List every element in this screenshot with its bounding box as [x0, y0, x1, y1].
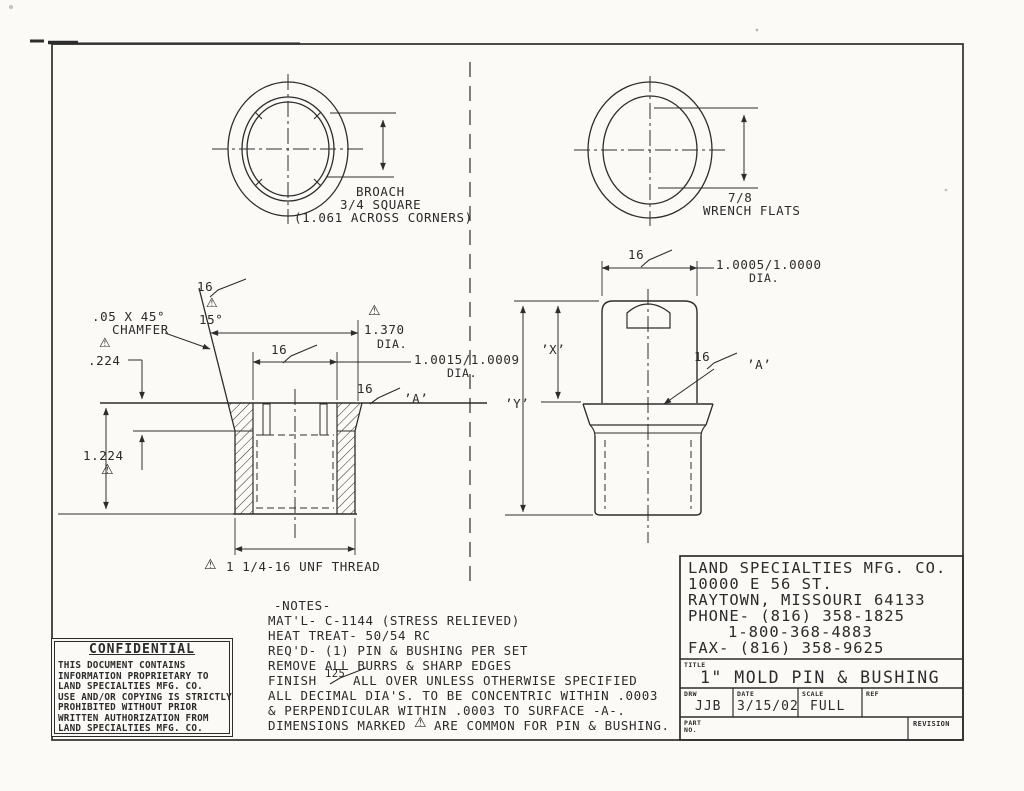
- delta-triangle-icon: ⚠: [101, 462, 114, 478]
- note-dims-post: ARE COMMON FOR PIN & BUSHING.: [434, 718, 670, 733]
- scale-value: FULL: [810, 699, 846, 714]
- finish-16-pin-flange: 16: [694, 349, 711, 364]
- confidential-inner-border: [54, 641, 230, 734]
- date-value: 3/15/02: [737, 699, 799, 714]
- company-phone: PHONE- (816) 358-1825: [688, 607, 905, 625]
- delta-triangle-icon: ⚠: [414, 715, 427, 731]
- pin-side-view: [505, 249, 738, 543]
- broach-label-line2: 3/4 SQUARE: [340, 197, 422, 212]
- delta-triangle-icon: ⚠: [204, 557, 217, 573]
- broach-label-line1: BROACH: [356, 184, 405, 199]
- date-field-label: DATE: [737, 690, 755, 698]
- finish-16-pin-top: 16: [628, 247, 645, 262]
- part-no-label-line1: PART: [684, 719, 702, 727]
- y-ref-dim: ’Y’: [505, 396, 530, 411]
- company-tollfree: 1-800-368-4883: [728, 623, 873, 641]
- note-burrs: REMOVE ALL BURRS & SHARP EDGES: [268, 658, 512, 673]
- note-finish-post: ALL OVER UNLESS OTHERWISE SPECIFIED: [353, 673, 638, 688]
- notes-header: -NOTES-: [274, 598, 331, 613]
- pin-dia-dim: 1.0005/1.0000: [716, 257, 822, 272]
- title-block-grid: [679, 555, 964, 741]
- company-street: 10000 E 56 ST.: [688, 575, 833, 593]
- ref-field-label: REF: [866, 690, 879, 698]
- overall-height-dim: 1.224: [83, 448, 124, 463]
- bushing-top-view: [212, 74, 396, 224]
- finish-16-taper: 16: [197, 279, 214, 294]
- note-material: MAT'L- C-1144 (STRESS RELIEVED): [268, 613, 520, 628]
- confidential-line: LAND SPECIALTIES MFG. CO.: [58, 681, 203, 692]
- flange-height-dim: .224: [88, 353, 121, 368]
- thread-callout: 1 1/4-16 UNF THREAD: [226, 559, 381, 574]
- confidential-box: CONFIDENTIAL THIS DOCUMENT CONTAINS INFO…: [51, 638, 233, 737]
- note-reqd: REQ'D- (1) PIN & BUSHING PER SET: [268, 643, 529, 658]
- wrench-flats-fraction: 7/8: [728, 190, 753, 205]
- confidential-title: CONFIDENTIAL: [89, 642, 195, 657]
- confidential-line: PROHIBITED WITHOUT PRIOR: [58, 702, 198, 713]
- chamfer-label-line1: .05 X 45°: [92, 309, 166, 324]
- finish-16-bore: 16: [271, 342, 288, 357]
- title-field-label: TITLE: [684, 661, 706, 669]
- note-dims-pre: DIMENSIONS MARKED: [268, 718, 407, 733]
- drawing-title: 1" MOLD PIN & BUSHING: [700, 668, 941, 687]
- company-fax: FAX- (816) 358-9625: [688, 639, 885, 657]
- confidential-line: INFORMATION PROPRIETARY TO: [58, 670, 209, 682]
- chamfer-label-line2: CHAMFER: [112, 322, 169, 337]
- head-dia-unit: DIA.: [377, 337, 408, 351]
- finish-16-datum: 16: [357, 381, 374, 396]
- note-finish-value: 125: [325, 668, 346, 680]
- datum-a-label: ’A’: [404, 391, 429, 406]
- bore-dia-dim: 1.0015/1.0009: [414, 352, 520, 367]
- drw-field-label: DRW: [684, 690, 697, 698]
- delta-triangle-icon: ⚠: [368, 303, 381, 319]
- confidential-line: LAND SPECIALTIES MFG. CO.: [58, 723, 203, 734]
- note-finish-pre: FINISH: [268, 673, 317, 688]
- finish-symbol-notes: [329, 667, 367, 685]
- company-name: LAND SPECIALTIES MFG. CO.: [688, 559, 947, 577]
- drw-value: JJB: [695, 699, 722, 714]
- part-no-label-line2: NO.: [684, 726, 697, 734]
- confidential-line: THIS DOCUMENT CONTAINS: [58, 660, 186, 671]
- note-heat-treat: HEAT TREAT- 50/54 RC: [268, 628, 431, 643]
- pin-top-view: [574, 76, 758, 226]
- bushing-section-view: [58, 278, 487, 555]
- broach-label-line3: (1.061 ACROSS CORNERS): [294, 210, 473, 225]
- taper-angle-label: 15°: [199, 312, 224, 327]
- confidential-line: USE AND/OR COPYING IS STRICTLY: [58, 691, 232, 703]
- x-ref-dim: ’X’: [541, 342, 566, 357]
- note-concentric: ALL DECIMAL DIA'S. TO BE CONCENTRIC WITH…: [268, 688, 659, 703]
- bore-dia-unit: DIA.: [447, 366, 478, 380]
- revision-field-label: REVISION: [913, 720, 950, 728]
- note-perpendicular: & PERPENDICULAR WITHIN .0003 TO SURFACE …: [268, 703, 626, 718]
- datum-a-label-pin: ’A’: [747, 357, 772, 372]
- delta-triangle-icon: ⚠: [206, 296, 218, 311]
- pin-dia-unit: DIA.: [749, 271, 780, 285]
- scale-field-label: SCALE: [802, 690, 824, 698]
- delta-triangle-icon: ⚠: [99, 336, 111, 351]
- wrench-flats-label: WRENCH FLATS: [703, 203, 801, 218]
- head-dia-dim: 1.370: [364, 322, 405, 337]
- company-city: RAYTOWN, MISSOURI 64133: [688, 591, 926, 609]
- page-border: [9, 5, 964, 741]
- confidential-line: WRITTEN AUTHORIZATION FROM: [58, 712, 209, 724]
